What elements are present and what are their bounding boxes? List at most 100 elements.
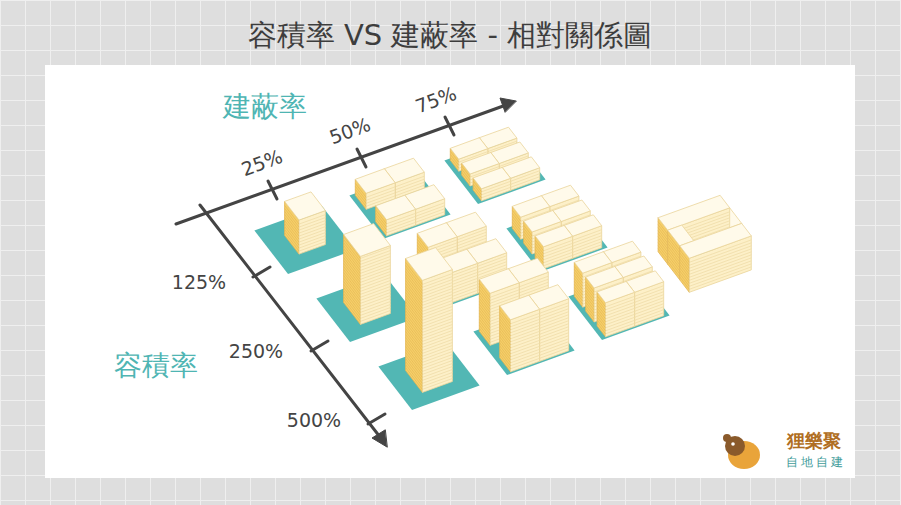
floor-line bbox=[597, 314, 605, 325]
floor-line bbox=[360, 299, 390, 310]
tick-label: 250% bbox=[229, 341, 283, 362]
floor-line bbox=[586, 293, 594, 304]
floor-line bbox=[606, 314, 635, 325]
floor-line bbox=[597, 308, 605, 319]
floor-line bbox=[544, 249, 573, 259]
floor-line bbox=[360, 266, 390, 277]
floor-line bbox=[574, 272, 582, 283]
floor-line bbox=[540, 327, 569, 338]
floor-line bbox=[479, 295, 490, 309]
floor-line bbox=[479, 298, 490, 312]
floor-line bbox=[511, 346, 540, 357]
floor-line bbox=[479, 304, 490, 318]
floor-line bbox=[540, 312, 569, 323]
floor-line bbox=[544, 246, 573, 256]
floor-line bbox=[479, 313, 490, 327]
floor-line bbox=[355, 192, 366, 206]
floor-line bbox=[635, 295, 664, 306]
floor-line bbox=[500, 319, 511, 333]
floor-line bbox=[479, 322, 490, 336]
floor-line bbox=[540, 333, 569, 344]
arrowhead bbox=[500, 98, 516, 112]
floor-line bbox=[586, 305, 594, 316]
floor-line bbox=[422, 340, 452, 351]
floor-line bbox=[540, 330, 569, 341]
floor-line bbox=[689, 264, 751, 286]
floor-line bbox=[479, 328, 490, 342]
floor-line bbox=[635, 304, 664, 315]
floor-line bbox=[540, 348, 569, 359]
floor-line bbox=[511, 349, 540, 360]
floor-line bbox=[606, 323, 635, 334]
floor-line bbox=[500, 355, 511, 369]
floor-line bbox=[586, 290, 594, 301]
floor-line bbox=[524, 231, 532, 242]
tick-label: 75% bbox=[413, 83, 460, 117]
floor-line bbox=[360, 260, 390, 271]
floor-line bbox=[574, 293, 582, 304]
floor-line bbox=[479, 316, 490, 330]
floor-line bbox=[422, 322, 452, 333]
floor-line bbox=[422, 289, 452, 300]
floor-line bbox=[422, 358, 452, 369]
floor-line bbox=[422, 292, 452, 303]
building-front bbox=[422, 270, 452, 393]
floor-line bbox=[422, 310, 452, 321]
floor-line bbox=[422, 343, 452, 354]
floor-line bbox=[500, 352, 511, 366]
floor-line bbox=[360, 272, 390, 283]
floor-line bbox=[512, 225, 520, 236]
floor-line bbox=[422, 316, 452, 327]
logo-eye bbox=[731, 442, 735, 446]
building-roof bbox=[344, 224, 391, 257]
floor-line bbox=[511, 328, 540, 339]
building-front bbox=[511, 309, 540, 372]
floor-line bbox=[422, 337, 452, 348]
building-roof bbox=[535, 225, 573, 246]
floor-line bbox=[574, 275, 582, 286]
floor-line bbox=[512, 216, 520, 227]
floor-line bbox=[540, 339, 569, 350]
floor-line bbox=[524, 237, 532, 248]
floor-line bbox=[449, 272, 478, 283]
floor-line bbox=[511, 322, 540, 333]
building-side bbox=[406, 259, 423, 393]
tick bbox=[253, 267, 270, 277]
arrowhead bbox=[372, 430, 387, 447]
floor-line bbox=[360, 302, 390, 313]
floor-line bbox=[597, 320, 605, 331]
floor-line bbox=[479, 310, 490, 324]
floor-line bbox=[511, 343, 540, 354]
floor-line bbox=[535, 246, 543, 257]
floor-line bbox=[597, 317, 605, 328]
floor-line bbox=[511, 352, 540, 363]
tick-label: 500% bbox=[287, 410, 341, 431]
floor-line bbox=[689, 258, 751, 280]
floor-line bbox=[635, 301, 664, 312]
floor-line bbox=[606, 317, 635, 328]
building-roof bbox=[658, 195, 730, 230]
floor-line bbox=[511, 177, 540, 188]
floor-line bbox=[540, 309, 569, 320]
floor-line bbox=[500, 325, 511, 339]
floor-line bbox=[635, 307, 664, 318]
floor-line bbox=[422, 376, 452, 387]
floor-line bbox=[387, 222, 416, 233]
floor-line bbox=[422, 328, 452, 339]
floor-line bbox=[658, 228, 668, 241]
floor-line bbox=[449, 284, 478, 295]
floor-line bbox=[416, 212, 445, 223]
floor-line bbox=[500, 337, 511, 351]
floor-line bbox=[540, 324, 569, 335]
floor-line bbox=[586, 287, 594, 298]
floor-line bbox=[540, 342, 569, 353]
tick bbox=[445, 117, 454, 135]
coverage-axis bbox=[176, 105, 506, 224]
axis-title: 建蔽率 bbox=[223, 92, 307, 123]
floor-line bbox=[422, 379, 452, 390]
floor-line bbox=[680, 256, 690, 268]
floor-line bbox=[597, 323, 605, 334]
floor-line bbox=[422, 283, 452, 294]
floor-line bbox=[360, 269, 390, 280]
floor-line bbox=[422, 319, 452, 330]
